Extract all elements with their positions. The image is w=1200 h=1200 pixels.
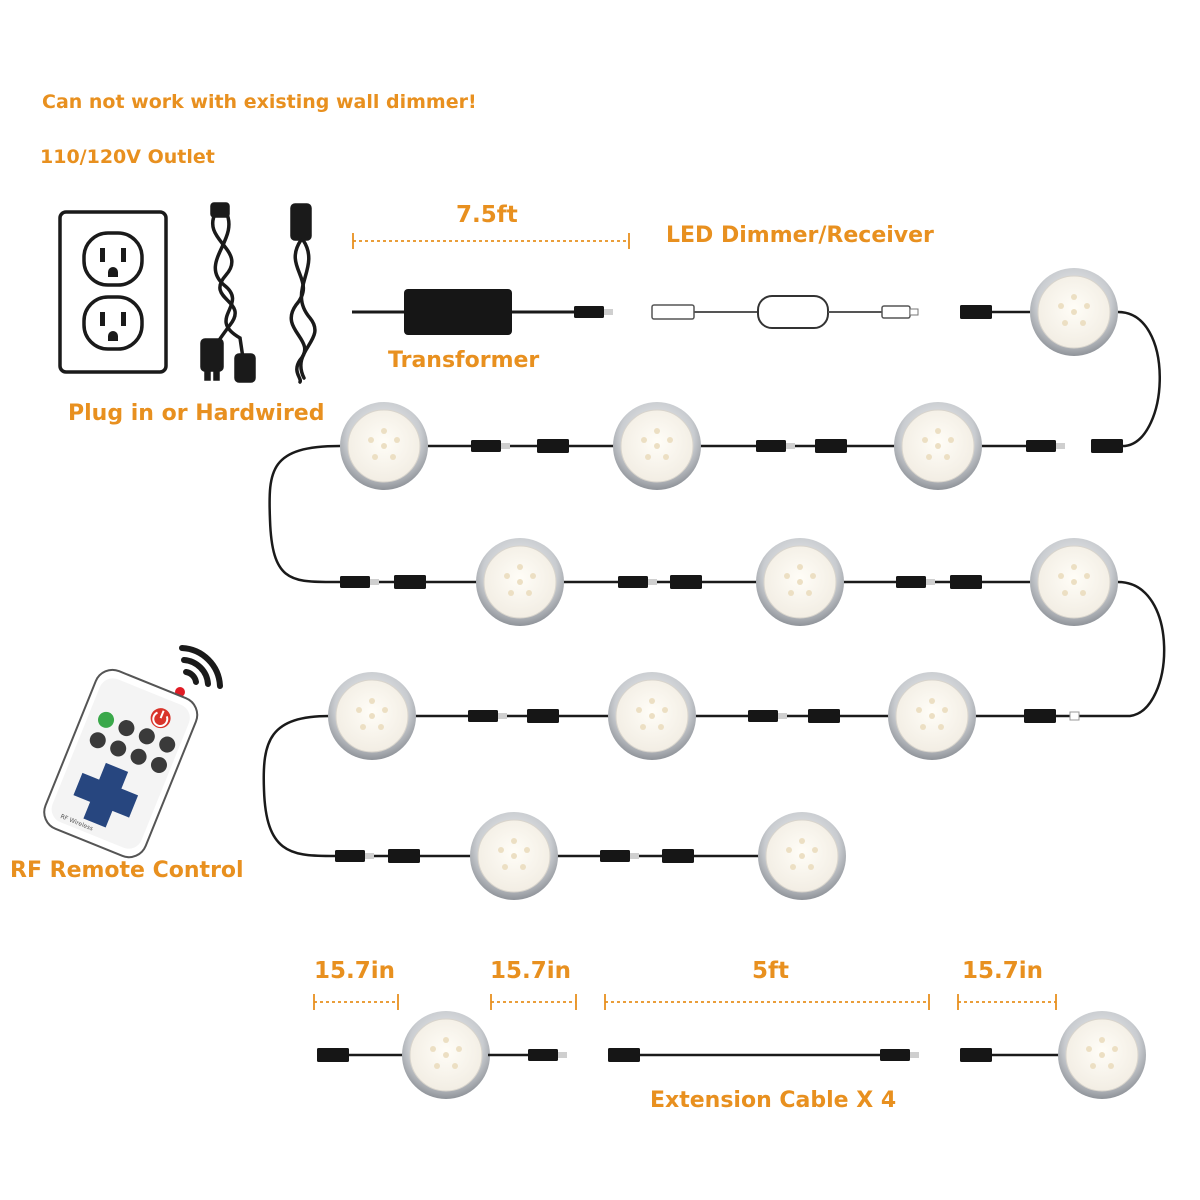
puck-light-icon [469, 811, 559, 901]
wifi-signal-icon [179, 645, 223, 689]
chain-connectors [335, 305, 1123, 863]
plug-or-hardwired-label: Plug in or Hardwired [68, 401, 325, 426]
rf-remote-icon: RF Wireless [43, 645, 223, 859]
dimension-label: 5ft [752, 958, 790, 984]
puck-light-icon [1057, 1010, 1147, 1100]
puck-light-icon [755, 537, 845, 627]
puck-light-icon [339, 401, 429, 491]
transformer-length-label: 7.5ft [456, 202, 518, 228]
dimension-label: 15.7in [314, 958, 396, 984]
dimension-label: 15.7in [962, 958, 1044, 984]
puck-light-icon [893, 401, 983, 491]
puck-light-icon [475, 537, 565, 627]
puck-light-icon [1029, 267, 1119, 357]
puck-light-icon [887, 671, 977, 761]
transformer-label: Transformer [388, 348, 540, 373]
wall-outlet-icon [58, 210, 168, 374]
puck-light-icon [327, 671, 417, 761]
dimmer-receiver-icon [651, 295, 919, 329]
bottom-components [317, 1010, 1147, 1100]
extension-cable-icon [608, 1048, 919, 1062]
puck-light-icon [1029, 537, 1119, 627]
extension-cable-label: Extension Cable X 4 [650, 1088, 897, 1113]
dimmer-receiver-label: LED Dimmer/Receiver [666, 223, 934, 248]
outlet-label: 110/120V Outlet [40, 146, 215, 168]
plug-cord-icon [200, 202, 256, 383]
puck-light-icon [401, 1010, 491, 1100]
bottom-dimensions [313, 994, 1057, 1010]
transformer-icon [352, 289, 613, 335]
warning-label: Can not work with existing wall dimmer! [42, 91, 477, 113]
puck-light-icon [757, 811, 847, 901]
puck-light-icon [612, 401, 702, 491]
transformer-length-dimension [352, 233, 630, 249]
rf-remote-label: RF Remote Control [10, 858, 244, 883]
puck-light-icon [607, 671, 697, 761]
hardwire-cord-icon [289, 203, 317, 384]
dimension-label: 15.7in [490, 958, 572, 984]
